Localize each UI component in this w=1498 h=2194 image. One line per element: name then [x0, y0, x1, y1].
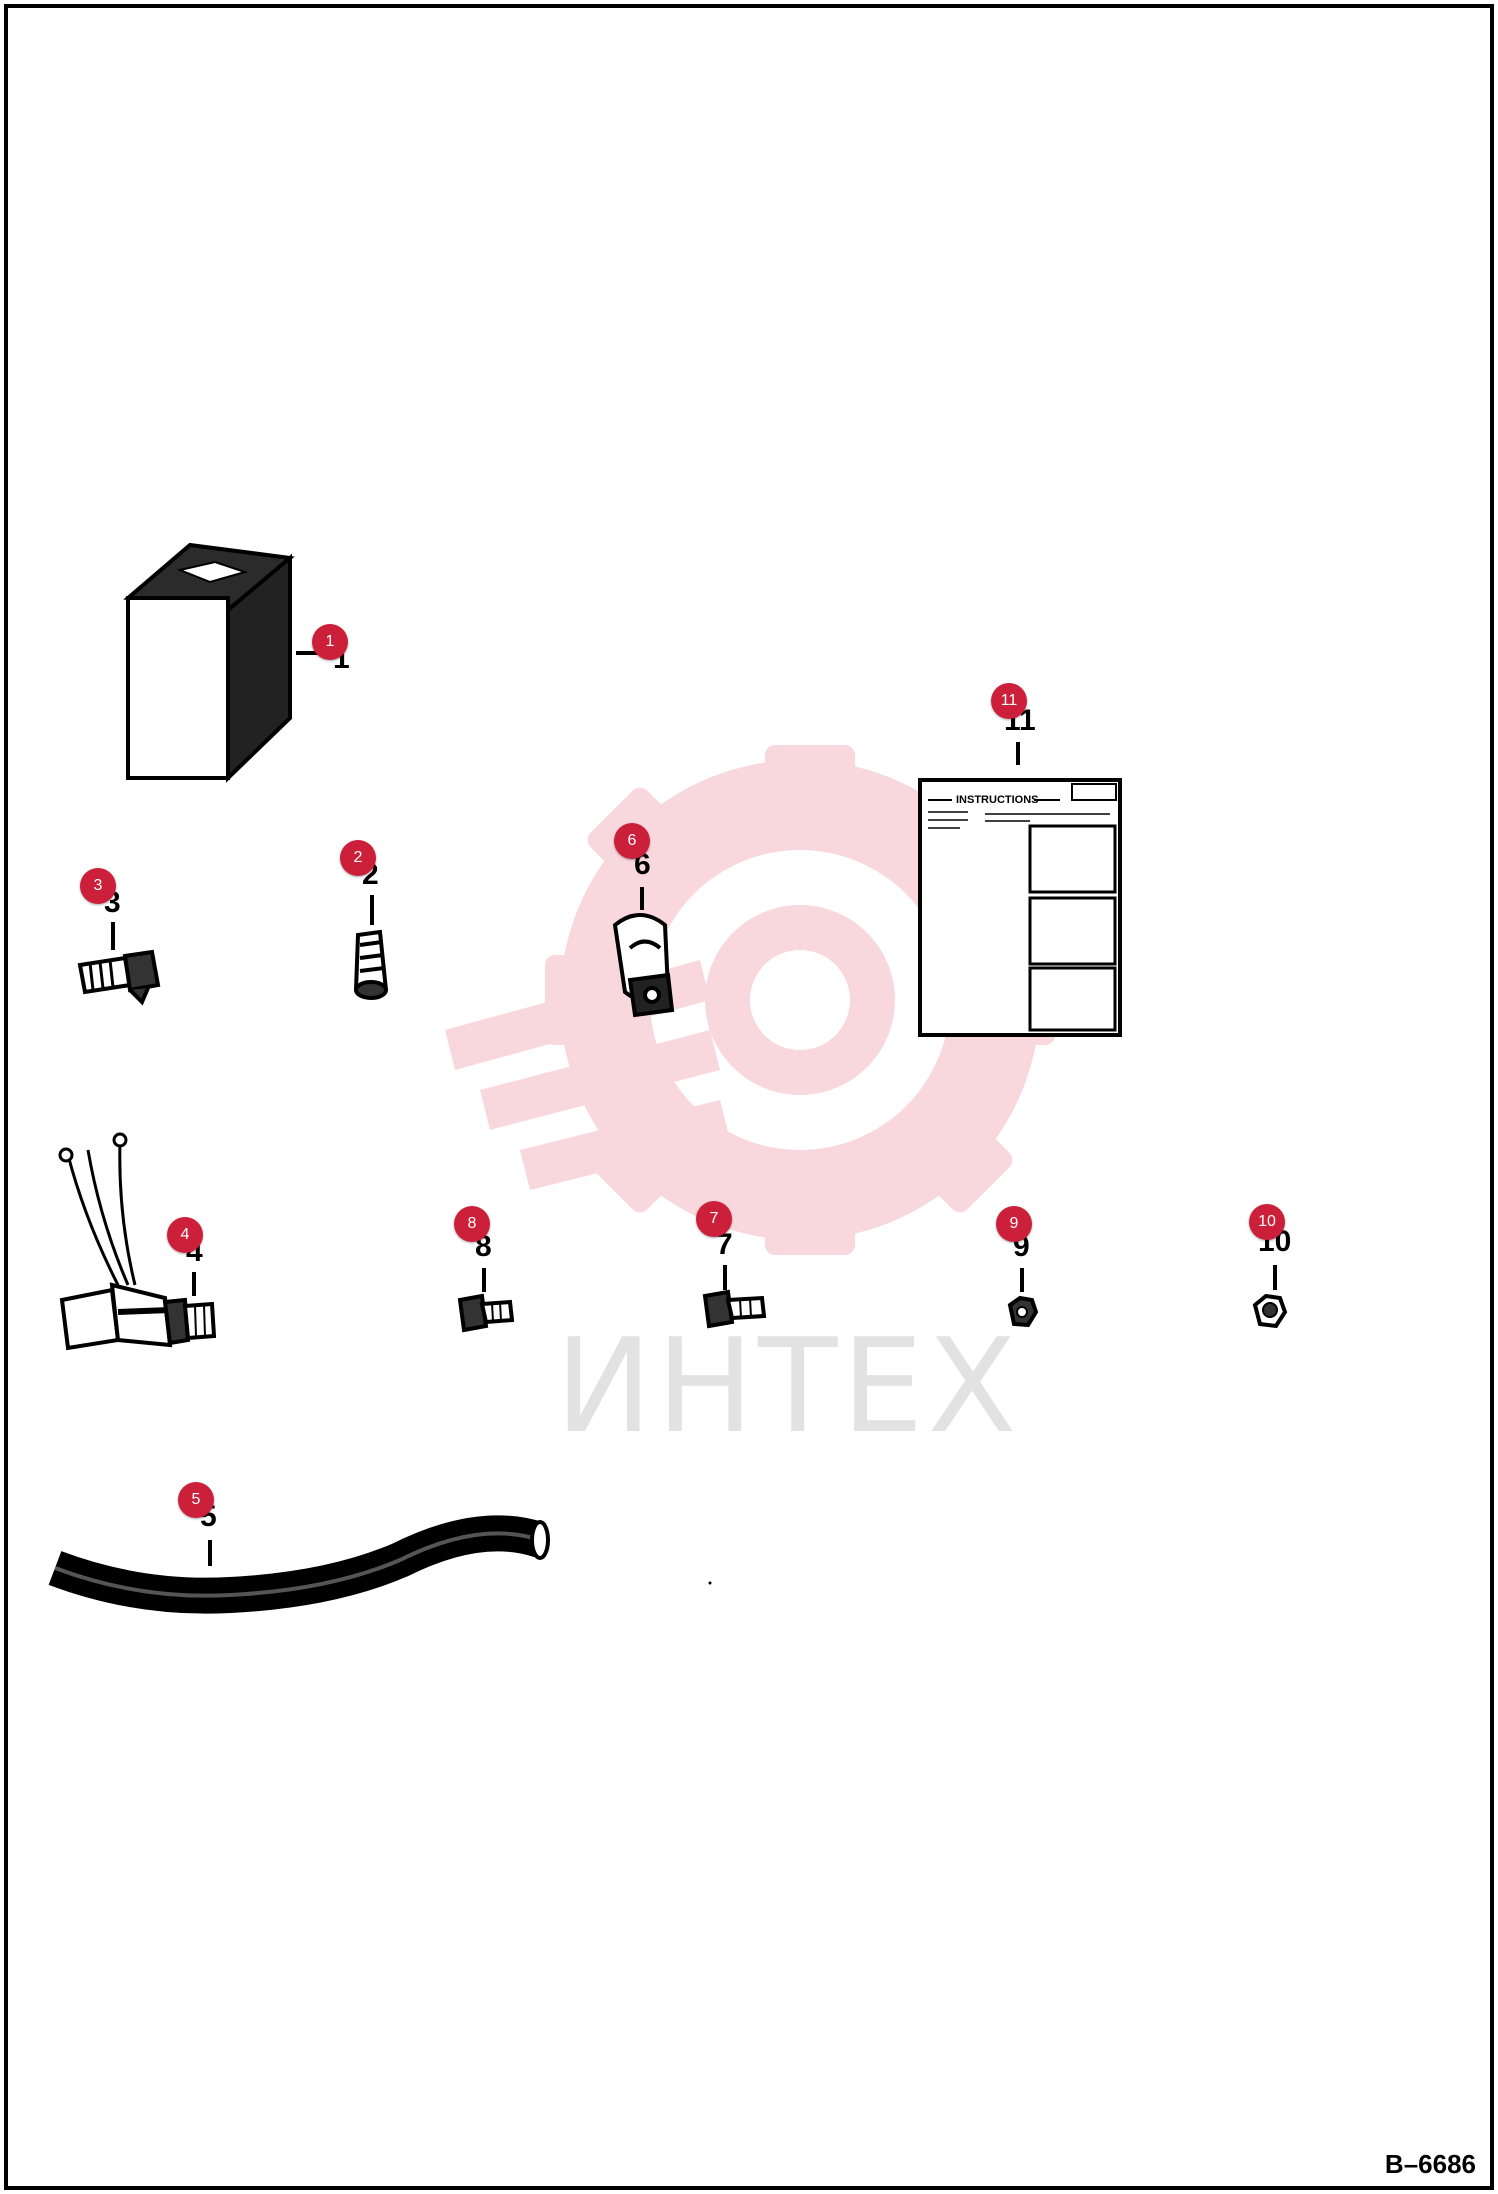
part-9-nut — [1007, 1268, 1039, 1328]
callout-10[interactable]: 10 — [1249, 1204, 1285, 1240]
callout-5[interactable]: 5 — [178, 1482, 214, 1518]
decal-heading: INSTRUCTIONS — [956, 794, 1039, 806]
part-3-fitting — [77, 922, 161, 1006]
part-5-hose — [48, 1515, 550, 1614]
callout-1[interactable]: 1 — [312, 624, 348, 660]
callout-2[interactable]: 2 — [340, 840, 376, 876]
callout-6[interactable]: 6 — [614, 823, 650, 859]
callout-9[interactable]: 9 — [996, 1206, 1032, 1242]
part-7-bolt — [702, 1265, 767, 1329]
callout-3[interactable]: 3 — [80, 868, 116, 904]
part-11-decal — [918, 742, 1122, 1037]
part-2-grommet — [353, 895, 389, 1000]
callout-8[interactable]: 8 — [454, 1206, 490, 1242]
callout-7[interactable]: 7 — [696, 1201, 732, 1237]
stray-dot — [708, 1581, 712, 1585]
part-6-clamp — [612, 887, 675, 1018]
figure-id: B–6686 — [1384, 2149, 1476, 2179]
callout-4[interactable]: 4 — [167, 1217, 203, 1253]
part-4-switch — [58, 1132, 217, 1351]
callout-11[interactable]: 11 — [991, 683, 1027, 719]
part-10-nut — [1252, 1265, 1288, 1329]
part-8-bolt — [457, 1268, 515, 1333]
watermark-text: ИНТЕХ — [555, 1310, 1021, 1462]
part-1-box — [123, 542, 318, 783]
ref-number-7: 7 — [716, 1228, 733, 1261]
